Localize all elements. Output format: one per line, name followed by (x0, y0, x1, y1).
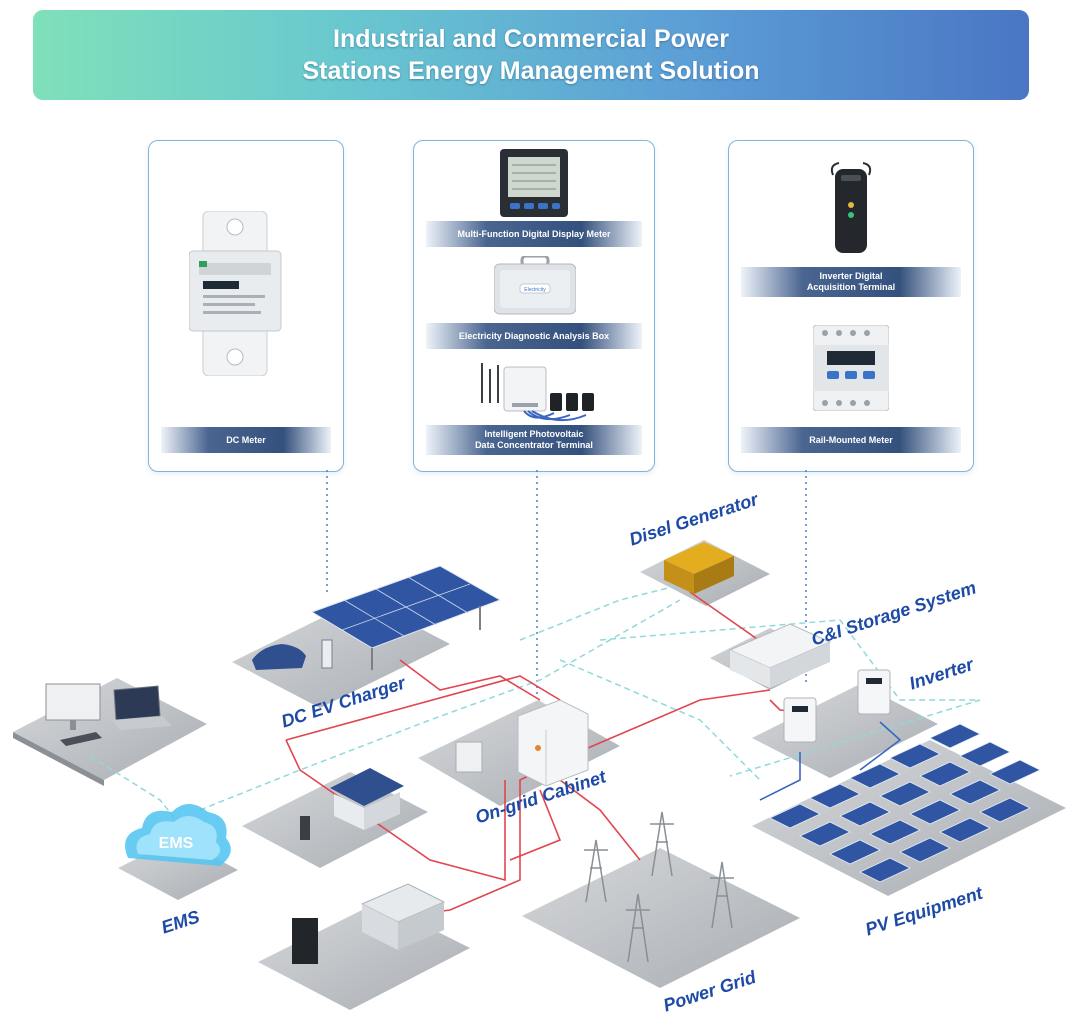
diagnostic-box-label: Electricity Diagnostic Analysis Box (426, 323, 642, 349)
diagnostic-box-image: Electricity (494, 256, 576, 315)
ems-cloud: EMS (125, 804, 231, 866)
ems-cloud-text: EMS (159, 835, 194, 852)
rail-mounted-meter-label: Rail-Mounted Meter (741, 427, 961, 453)
multi-function-meter-label: Multi-Function Digital Display Meter (426, 221, 642, 247)
ev-charger (252, 565, 502, 670)
diagnostic-box-brand-text: Electricity (524, 287, 546, 293)
power-grid-platform (522, 848, 800, 988)
ems-workstation-platform (13, 678, 207, 780)
inverter-acquisition-terminal-image (830, 162, 872, 253)
dc-lines (759, 721, 902, 801)
dc-meter-label: DC Meter (161, 427, 331, 453)
title-banner: Industrial and Commercial Power Stations… (33, 10, 1029, 100)
title-line-2: Stations Energy Management Solution (302, 57, 760, 85)
terminal-devices-card: Inverter Digital Acquisition Terminal Ra… (728, 140, 974, 472)
storage-building (292, 883, 446, 964)
inverter-acquisition-terminal-label: Inverter Digital Acquisition Terminal (741, 267, 961, 297)
rail-mounted-meter-image (813, 325, 889, 411)
storage-container (728, 623, 832, 688)
pv-array (769, 723, 1041, 883)
power-grid-towers (584, 811, 734, 963)
monitoring-devices-card: Multi-Function Digital Display Meter Ele… (413, 140, 655, 472)
pv-platform (752, 740, 1066, 896)
dc-meter-card: DC Meter (148, 140, 344, 472)
on-grid-cabinet (455, 699, 589, 787)
inverters (783, 669, 891, 743)
house (300, 768, 404, 840)
concentrator-terminal-label-line-2: Data Concentrator Terminal (475, 440, 593, 450)
inverter-acquisition-terminal-label-line-1: Inverter Digital (819, 271, 883, 281)
title-line-1: Industrial and Commercial Power (333, 25, 729, 53)
dc-meter-image (189, 211, 282, 376)
concentrator-terminal-label-line-1: Intelligent Photovoltaic (484, 429, 584, 439)
concentrator-terminal-label: Intelligent Photovoltaic Data Concentrat… (426, 425, 642, 455)
ems-workstation (45, 683, 172, 746)
inverter-acquisition-terminal-label-line-2: Acquisition Terminal (806, 282, 896, 292)
concentrator-terminal-image (481, 363, 594, 422)
diesel-generator (664, 542, 734, 594)
multi-function-meter-image (500, 149, 568, 217)
